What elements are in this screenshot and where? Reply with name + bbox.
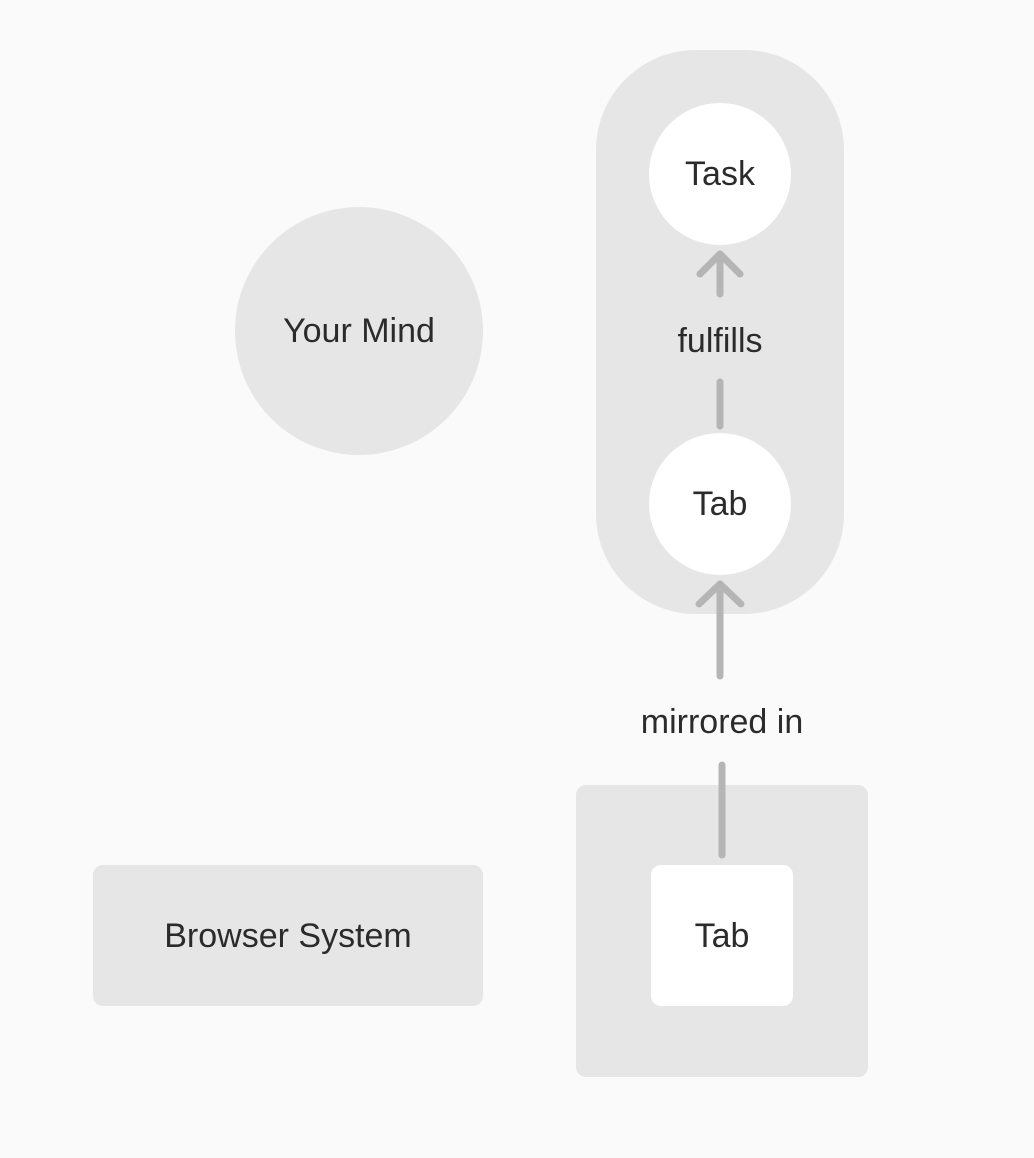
mirrored-in-edge-label: mirrored in — [640, 703, 804, 741]
browser-system-node: Browser System — [93, 865, 483, 1006]
task-label: Task — [685, 155, 755, 193]
mental-tab-label: Tab — [692, 485, 748, 523]
your-mind-label: Your Mind — [283, 312, 435, 350]
browser-tab-label: Tab — [694, 916, 750, 955]
task-node: Task — [649, 103, 791, 245]
fulfills-edge-label: fulfills — [677, 322, 763, 360]
mental-tab-node: Tab — [649, 433, 791, 575]
browser-tab-node: Tab — [651, 865, 793, 1006]
your-mind-node: Your Mind — [235, 207, 483, 455]
browser-system-label: Browser System — [164, 916, 412, 955]
